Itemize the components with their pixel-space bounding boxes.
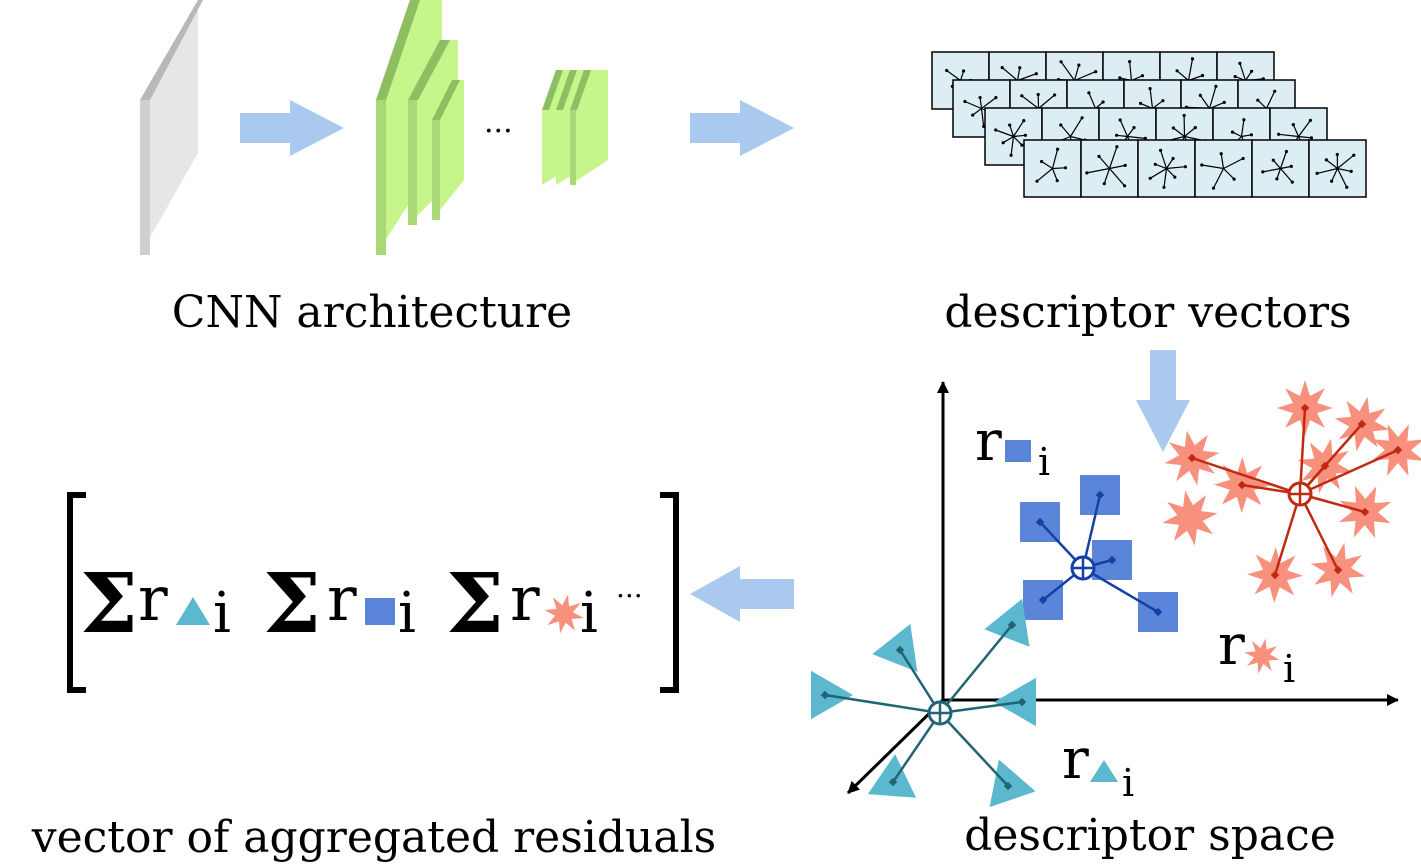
svg-text:r: r <box>138 562 168 635</box>
svg-text:i: i <box>580 581 598 646</box>
svg-text:r: r <box>975 409 1002 474</box>
star-marker <box>1244 638 1280 674</box>
label-r-square: r i <box>975 409 1050 484</box>
descriptors-caption: descriptor vectors <box>944 287 1351 338</box>
triangle-descriptor <box>989 759 1036 808</box>
layer-ellipsis: ... <box>484 105 513 140</box>
label-r-triangle: r i <box>1062 727 1134 805</box>
cnn-caption: CNN architecture <box>172 287 572 338</box>
triangle-descriptor <box>984 598 1030 647</box>
sum-sign: Σ <box>446 556 504 652</box>
cnn-architecture: ... CNN architecture <box>140 0 608 338</box>
conv-layer-stack <box>376 0 464 255</box>
sum-sign: Σ <box>263 556 321 652</box>
sum-star-term: Σ r i <box>446 556 598 652</box>
label-r-star: r i <box>1218 613 1295 691</box>
triangle-descriptor <box>867 754 917 798</box>
star-cluster <box>1162 380 1421 603</box>
triangle-marker <box>176 597 210 625</box>
sum-square-term: Σ r i <box>263 556 416 652</box>
svg-text:r: r <box>1062 727 1089 792</box>
svg-text:i: i <box>398 581 416 646</box>
svg-text:r: r <box>327 562 357 635</box>
svg-text:i: i <box>213 581 231 646</box>
flow-arrow-4 <box>690 566 794 622</box>
small-layer-stack <box>542 70 608 185</box>
svg-text:r: r <box>510 562 540 635</box>
svg-text:i: i <box>1122 761 1134 805</box>
descriptor-grids <box>931 51 1367 198</box>
left-bracket <box>67 492 86 693</box>
vector-ellipsis: ... <box>616 571 643 604</box>
sum-triangle-term: Σ r i <box>80 556 231 652</box>
descriptor-grid <box>1023 139 1367 198</box>
triangle-cluster <box>811 598 1036 808</box>
square-marker <box>365 598 395 625</box>
z-axis <box>846 698 945 795</box>
space-caption: descriptor space <box>964 810 1336 861</box>
svg-text:r: r <box>1218 613 1245 678</box>
flow-arrow-3 <box>1136 350 1190 452</box>
descriptor-cell <box>1308 139 1367 198</box>
descriptor-space: r i r i r i descriptor space <box>811 380 1421 861</box>
input-image-layer <box>140 0 203 255</box>
sum-sign: Σ <box>80 556 138 652</box>
svg-text:i: i <box>1038 440 1050 484</box>
residual-vector: Σ r i Σ r i Σ r i ... vector of aggregat… <box>31 492 717 863</box>
square-cluster <box>1020 475 1178 632</box>
star-marker <box>544 594 584 634</box>
flow-arrow-1 <box>240 100 344 156</box>
star-descriptor <box>1162 490 1218 546</box>
flow-arrow-2 <box>690 100 794 156</box>
right-bracket <box>660 492 679 693</box>
svg-text:i: i <box>1283 647 1295 691</box>
residuals-caption: vector of aggregated residuals <box>31 812 717 863</box>
